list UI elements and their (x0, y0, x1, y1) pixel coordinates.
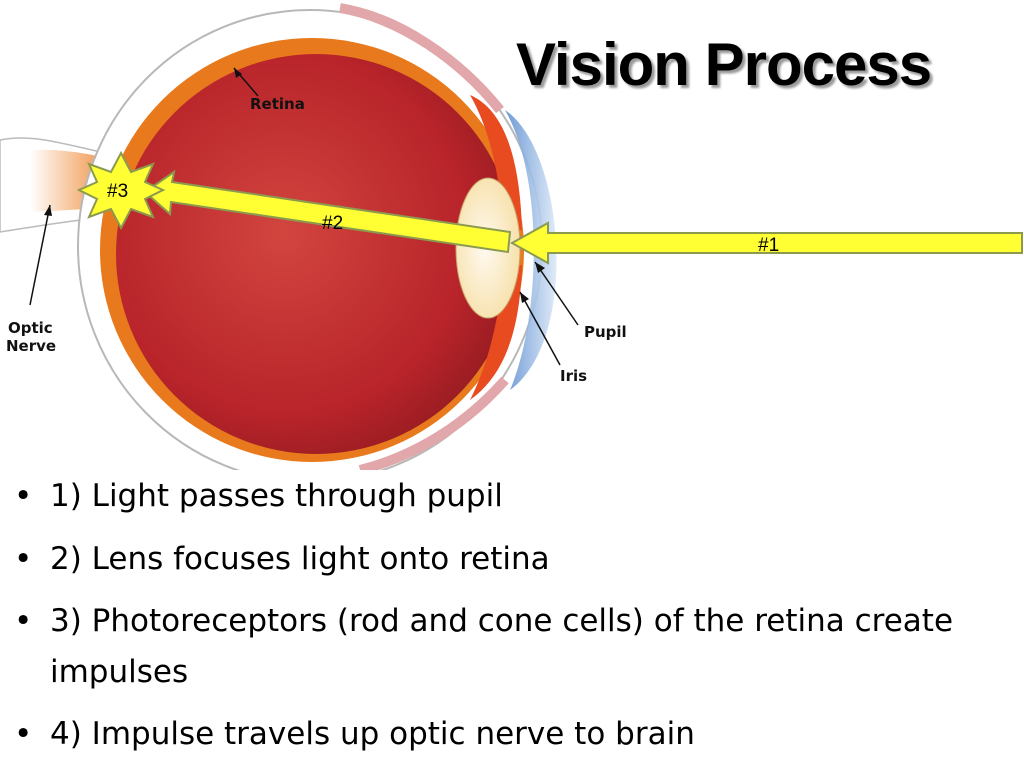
retina-pointer-head (234, 68, 242, 78)
lower-eyelid (358, 376, 509, 470)
eye-diagram: Retina Pupil Iris Optic Nerve #1 #2 #3 (0, 3, 1023, 470)
bullet-text-1: 1) Light passes through pupil (50, 478, 503, 514)
pupil-pointer-head (535, 262, 545, 273)
optic-nerve-pointer-head (44, 205, 52, 216)
slide-title: Vision Process (516, 31, 932, 98)
bullet-list: • 1) Light passes through pupil • 2) Lens … (14, 470, 1004, 771)
cornea (505, 110, 557, 390)
iris-label: Iris (560, 367, 587, 385)
step-1-label: #1 (758, 235, 779, 256)
bullet-text-4: 4) Impulse travels up optic nerve to bra… (50, 716, 695, 752)
optic-nerve-label-line2: Nerve (6, 337, 56, 355)
light-beam-1 (509, 221, 1023, 265)
eyeball (116, 54, 516, 454)
retina-label: Retina (250, 95, 305, 113)
upper-eyelid (339, 3, 504, 114)
bullet-dot: • (14, 716, 33, 752)
pupil-pointer (534, 261, 579, 326)
bullet-dot: • (14, 541, 33, 577)
bullet-dot: • (14, 478, 33, 514)
retina-burst (76, 150, 166, 231)
step-2-label: #2 (322, 213, 343, 234)
bullet-item-4: • 4) Impulse travels up optic nerve to br… (14, 708, 1004, 761)
iris-pointer-head (520, 292, 529, 303)
iris-pointer (519, 291, 561, 366)
bullet-item-3: • 3) Photoreceptors (rod and cone cells) … (14, 596, 1004, 698)
light-beam-2 (143, 169, 512, 254)
step-3-label: #3 (107, 181, 128, 202)
optic-nerve-label-line1: Optic (8, 319, 53, 337)
bullet-dot: • (14, 603, 33, 639)
bullet-item-2: • 2) Lens focuses light onto retina (14, 533, 1004, 586)
bullet-text-2: 2) Lens focuses light onto retina (50, 541, 550, 577)
bullet-item-1: • 1) Light passes through pupil (14, 470, 1004, 523)
bullet-text-3: 3) Photoreceptors (rod and cone cells) o… (50, 603, 954, 690)
pupil-label: Pupil (584, 323, 627, 341)
optic-nerve-pointer (29, 204, 51, 306)
